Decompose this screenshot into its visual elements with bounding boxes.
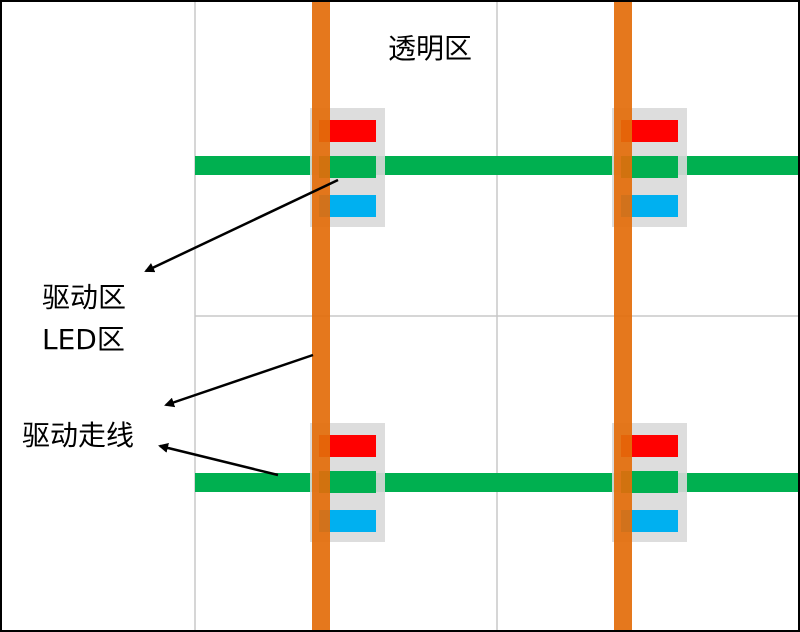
grid-lines [194, 0, 800, 632]
driver-trace-label: 驱动走线 [22, 419, 134, 452]
arrow-to-led-zone-label [144, 178, 339, 273]
led-green-subpixel [319, 471, 376, 493]
vertical-trace-left [312, 0, 330, 632]
vertical-driver-traces [312, 0, 632, 632]
annotation-arrows [144, 178, 339, 477]
led-blue-subpixel [621, 510, 678, 532]
led-green-subpixel [319, 156, 376, 178]
arrow-from-horizontal-trace [158, 443, 279, 477]
led-blue-subpixel [621, 195, 678, 217]
horizontal-trace-top [195, 156, 800, 175]
vertical-trace-right [614, 0, 632, 632]
led-green-subpixel [621, 471, 678, 493]
led-red-subpixel [319, 120, 376, 142]
led-blue-subpixel [319, 195, 376, 217]
led-blue-subpixel [319, 510, 376, 532]
horizontal-trace-bottom [195, 473, 800, 492]
arrow-from-vertical-trace [164, 353, 314, 408]
led-red-subpixel [319, 435, 376, 457]
led-red-subpixel [621, 435, 678, 457]
transparent-zone-label: 透明区 [388, 32, 472, 65]
driver-zone-label: 驱动区 [42, 281, 126, 314]
led-red-subpixel [621, 120, 678, 142]
led-zone-label: LED区 [42, 323, 125, 356]
led-green-subpixel [621, 156, 678, 178]
